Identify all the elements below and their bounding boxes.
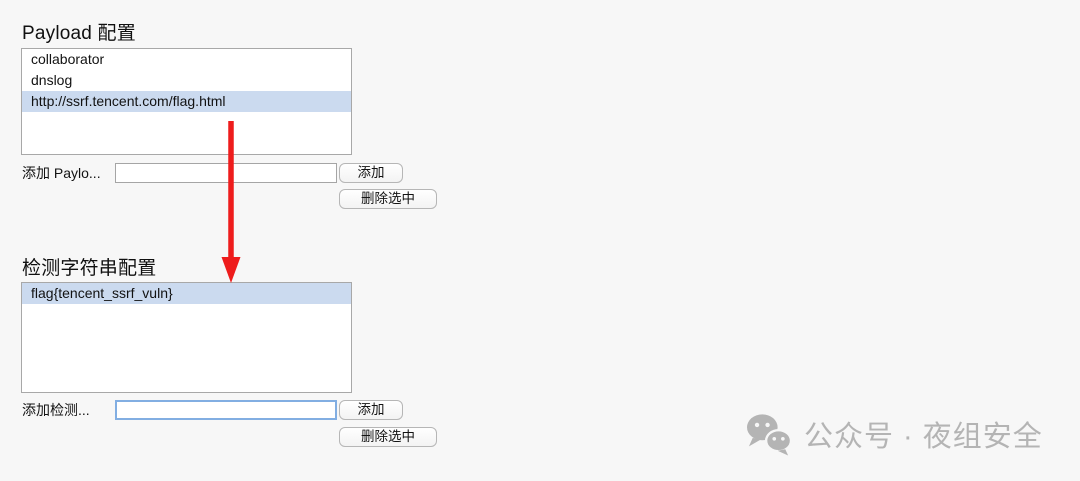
payload-listbox[interactable]: collaborator dnslog http://ssrf.tencent.co… (21, 48, 352, 155)
red-down-arrow (221, 121, 241, 283)
payload-delete-selected-button[interactable]: 删除选中 (339, 189, 437, 209)
payload-add-label: 添加 Paylo... (22, 165, 101, 181)
payload-add-input[interactable] (115, 163, 337, 183)
wechat-icon (747, 414, 793, 456)
detect-add-input[interactable] (115, 400, 337, 420)
list-item[interactable]: collaborator (31, 51, 105, 67)
detect-add-button[interactable]: 添加 (339, 400, 403, 420)
list-item[interactable]: http://ssrf.tencent.com/flag.html (22, 91, 351, 112)
detect-add-label: 添加检测... (22, 402, 90, 418)
detect-listbox[interactable]: flag{tencent_ssrf_vuln} (21, 282, 352, 393)
watermark: 公众号 · 夜组安全 (744, 410, 1043, 458)
detect-delete-selected-button[interactable]: 删除选中 (339, 427, 437, 447)
watermark-text: 公众号 · 夜组安全 (804, 421, 1043, 453)
list-item[interactable]: flag{tencent_ssrf_vuln} (22, 283, 351, 304)
detect-section-title: 检测字符串配置 (22, 258, 157, 279)
payload-section-title: Payload 配置 (22, 23, 136, 44)
list-item[interactable]: dnslog (31, 72, 73, 88)
payload-add-button[interactable]: 添加 (339, 163, 403, 183)
